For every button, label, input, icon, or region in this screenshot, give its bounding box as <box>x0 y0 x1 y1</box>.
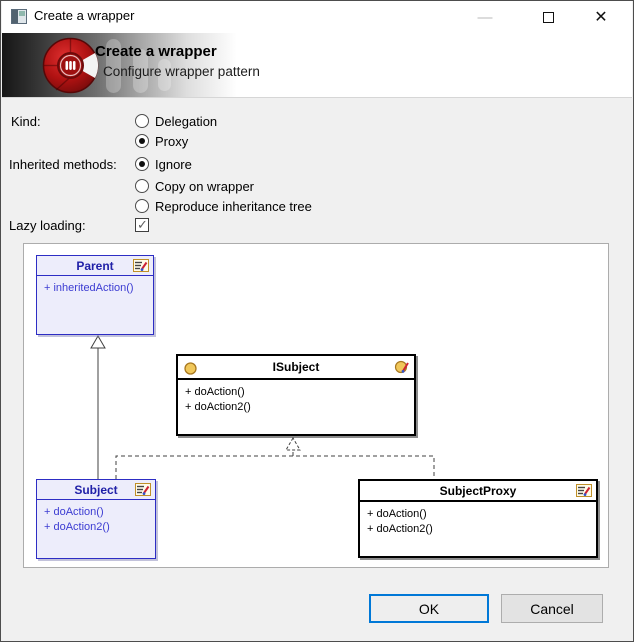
ok-button[interactable]: OK <box>369 594 489 623</box>
radio-ignore[interactable] <box>135 157 149 171</box>
interface-icon <box>394 360 410 379</box>
uml-method: + inheritedAction() <box>44 282 134 294</box>
uml-class-parent: Parent + inheritedAction() <box>36 255 154 335</box>
radio-copy-on-wrapper[interactable] <box>135 179 149 193</box>
maximize-icon <box>542 11 554 23</box>
window-app-icon <box>11 9 27 24</box>
lazy-loading-checkbox[interactable] <box>135 217 149 233</box>
class-icon <box>133 259 149 277</box>
maximize-button[interactable] <box>525 1 571 33</box>
uml-method: + doAction2() <box>367 523 433 535</box>
uml-method: + doAction2() <box>44 521 110 533</box>
uml-class-parent-title: Parent <box>37 256 153 276</box>
banner-decoration <box>106 39 121 93</box>
kind-label: Kind: <box>11 114 41 129</box>
radio-row-reproduce-tree[interactable]: Reproduce inheritance tree <box>135 196 312 216</box>
radio-ignore-label[interactable]: Ignore <box>155 156 192 172</box>
cancel-button-label: Cancel <box>530 600 574 617</box>
close-icon: ✕ <box>594 9 608 26</box>
radio-delegation[interactable] <box>135 114 149 128</box>
radio-proxy-label[interactable]: Proxy <box>155 133 189 149</box>
uml-interface-isubject-title: ISubject <box>178 356 414 380</box>
uml-method: + doAction2() <box>185 401 251 413</box>
radio-row-proxy[interactable]: Proxy <box>135 131 188 151</box>
banner-decoration <box>133 49 148 93</box>
uml-class-subject-title: Subject <box>37 480 155 500</box>
minimize-icon: — <box>477 8 493 26</box>
class-icon <box>135 483 151 501</box>
lazy-loading-label: Lazy loading: <box>9 218 86 233</box>
header-title: Create a wrapper <box>95 43 217 60</box>
interface-lollipop-icon <box>184 362 197 380</box>
uml-class-subject: Subject + doAction() + doAction2() <box>36 479 156 559</box>
radio-reproduce-tree-label[interactable]: Reproduce inheritance tree <box>155 198 312 214</box>
uml-method: + doAction() <box>367 508 427 520</box>
header-subtitle: Configure wrapper pattern <box>103 64 260 79</box>
minimize-button: — <box>462 1 508 33</box>
cancel-button[interactable]: Cancel <box>501 594 603 623</box>
uml-class-subjectproxy: SubjectProxy + doAction() + doAction2() <box>358 479 598 558</box>
banner-decoration <box>158 59 171 91</box>
radio-reproduce-tree[interactable] <box>135 199 149 213</box>
radio-row-copy-on-wrapper[interactable]: Copy on wrapper <box>135 176 254 196</box>
header-banner: Create a wrapper Configure wrapper patte… <box>2 33 632 98</box>
diagram-preview: Parent + inheritedAction() ISubject <box>23 243 609 568</box>
close-button[interactable]: ✕ <box>578 1 624 33</box>
lazy-loading-row[interactable] <box>135 215 149 235</box>
class-icon <box>576 484 592 502</box>
uml-method: + doAction() <box>44 506 104 518</box>
title-bar[interactable]: Create a wrapper — ✕ <box>2 1 632 33</box>
app-logo-icon <box>42 37 99 99</box>
radio-copy-on-wrapper-label[interactable]: Copy on wrapper <box>155 178 254 194</box>
inherited-methods-label: Inherited methods: <box>9 157 117 172</box>
radio-row-delegation[interactable]: Delegation <box>135 111 217 131</box>
ok-button-label: OK <box>418 600 440 617</box>
radio-proxy[interactable] <box>135 134 149 148</box>
uml-interface-isubject: ISubject + doAction() + doAction2() <box>176 354 416 436</box>
window-title: Create a wrapper <box>34 8 135 23</box>
radio-delegation-label[interactable]: Delegation <box>155 113 218 129</box>
uml-method: + doAction() <box>185 386 245 398</box>
radio-row-ignore[interactable]: Ignore <box>135 154 192 174</box>
uml-class-subjectproxy-title: SubjectProxy <box>360 481 596 502</box>
